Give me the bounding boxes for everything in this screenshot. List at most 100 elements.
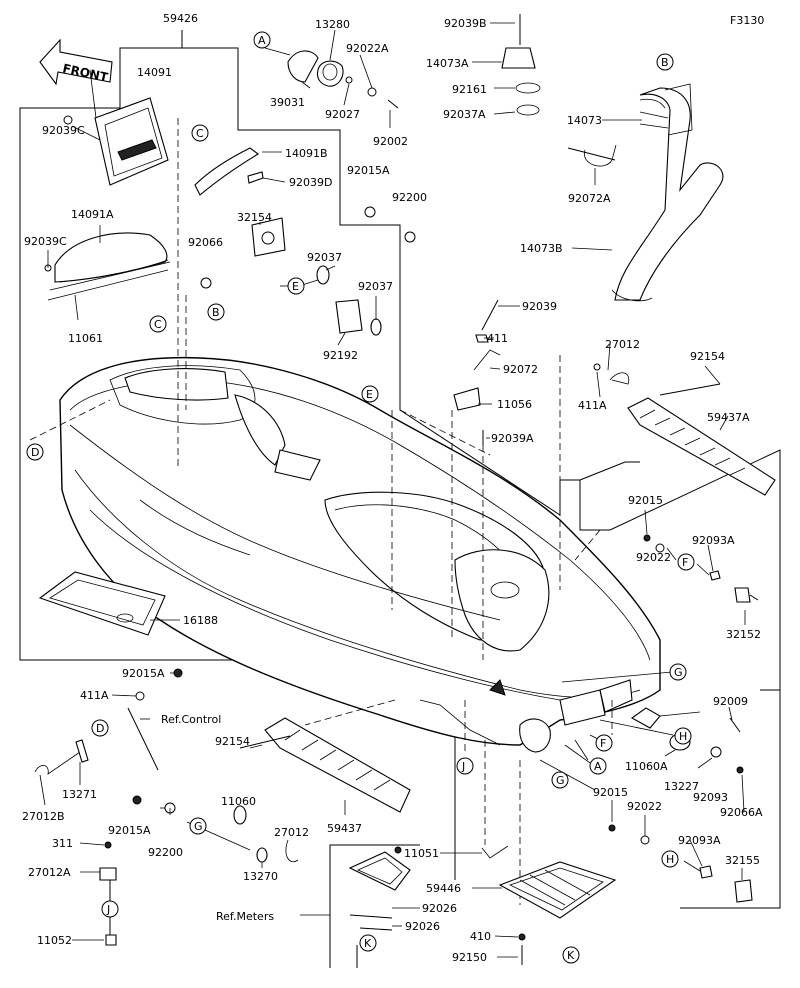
svg-text:K: K [364,937,372,950]
label-39031: 39031 [270,96,305,109]
svg-text:D: D [96,722,104,735]
label-92015A-low: 92015A [108,824,151,837]
svg-text:G: G [194,820,203,833]
label-92161: 92161 [452,83,487,96]
part-drawings [34,14,776,968]
callout-K-left: K [359,934,377,952]
label-32155: 32155 [725,854,760,867]
label-92015A-top: 92015A [347,164,390,177]
label-92072A: 92072A [568,192,611,205]
label-11056: 11056 [497,398,532,411]
label-32152: 32152 [726,628,761,641]
label-92072: 92072 [503,363,538,376]
callout-B-top: B [656,53,674,71]
label-92154-top: 92154 [690,350,725,363]
callout-J-mid: J [456,757,474,775]
label-92192: 92192 [323,349,358,362]
label-27012-low: 27012 [274,826,309,839]
svg-text:A: A [594,760,602,773]
label-411A-mid: 411A [80,689,109,702]
label-92039D: 92039D [289,176,332,189]
callout-E-mid: E [361,385,379,403]
label-92039A: 92039A [491,432,534,445]
label-11052: 11052 [37,934,72,947]
svg-text:H: H [666,853,674,866]
label-14091A: 14091A [71,208,114,221]
callout-G-low: G [551,771,569,789]
svg-text:C: C [196,127,204,140]
svg-text:F: F [682,556,688,569]
label-411A-top: 411A [578,399,607,412]
label-leaders [39,22,746,958]
callout-C-top: C [191,124,209,142]
svg-text:G: G [674,666,683,679]
label-92039C-a: 92039C [42,124,85,137]
callout-A-low: A [589,757,607,775]
label-92027: 92027 [325,108,360,121]
label-11051: 11051 [404,847,439,860]
svg-text:C: C [154,318,162,331]
callout-G-right: G [669,663,687,681]
label-92022-b: 92022 [627,800,662,813]
callout-H-right: H [674,727,692,745]
dashed-leaders [29,118,613,905]
label-27012A: 27012A [28,866,71,879]
label-13270: 13270 [243,870,278,883]
svg-text:H: H [679,730,687,743]
label-14073: 14073 [567,114,602,127]
label-92200-low: 92200 [148,846,183,859]
svg-text:J: J [106,903,110,916]
label-13271: 13271 [62,788,97,801]
svg-text:G: G [556,774,565,787]
label-11061: 11061 [68,332,103,345]
label-411: 411 [487,332,508,345]
svg-text:E: E [366,388,373,401]
label-13227: 13227 [664,780,699,793]
label-92066: 92066 [188,236,223,249]
label-11060A: 11060A [625,760,668,773]
callout-D-left: D [26,443,44,461]
label-92022-a: 92022 [636,551,671,564]
label-311: 311 [52,837,73,850]
callout-H-low: H [661,850,679,868]
label-59437A: 59437A [707,411,750,424]
svg-text:F: F [600,737,606,750]
front-arrow: FRONT [39,38,113,86]
label-92002: 92002 [373,135,408,148]
callout-B-mid: B [207,303,225,321]
label-92093: 92093 [693,791,728,804]
callout-K-right: K [562,946,580,964]
label-27012B: 27012B [22,810,65,823]
label-14091: 14091 [137,66,172,79]
svg-text:K: K [567,949,575,962]
label-92093A-a: 92093A [692,534,735,547]
figure-code: F3130 [730,14,764,27]
callout-A-top: A [253,31,271,49]
label-92200-top: 92200 [392,191,427,204]
callout-F-low: F [595,734,613,752]
label-92009: 92009 [713,695,748,708]
label-14073B: 14073B [520,242,563,255]
label-92039C-b: 92039C [24,235,67,248]
label-92066A: 92066A [720,806,763,819]
label-92015-a: 92015 [628,494,663,507]
svg-text:E: E [292,280,299,293]
callout-J-low: J [101,900,119,918]
label-92037-a: 92037 [307,251,342,264]
svg-text:A: A [258,34,266,47]
callout-C-mid: C [149,315,167,333]
label-59446: 59446 [426,882,461,895]
label-92015A-mid: 92015A [122,667,165,680]
label-92150: 92150 [452,951,487,964]
label-92039B: 92039B [444,17,487,30]
label-32154: 32154 [237,211,272,224]
label-92022A: 92022A [346,42,389,55]
label-14091B: 14091B [285,147,328,160]
label-92026-a: 92026 [422,902,457,915]
callout-markers: A B C C E B E D F G H F A G J D G J K K … [26,31,695,964]
svg-text:B: B [212,306,220,319]
label-92093A-b: 92093A [678,834,721,847]
label-13280: 13280 [315,18,350,31]
label-92037-b: 92037 [358,280,393,293]
